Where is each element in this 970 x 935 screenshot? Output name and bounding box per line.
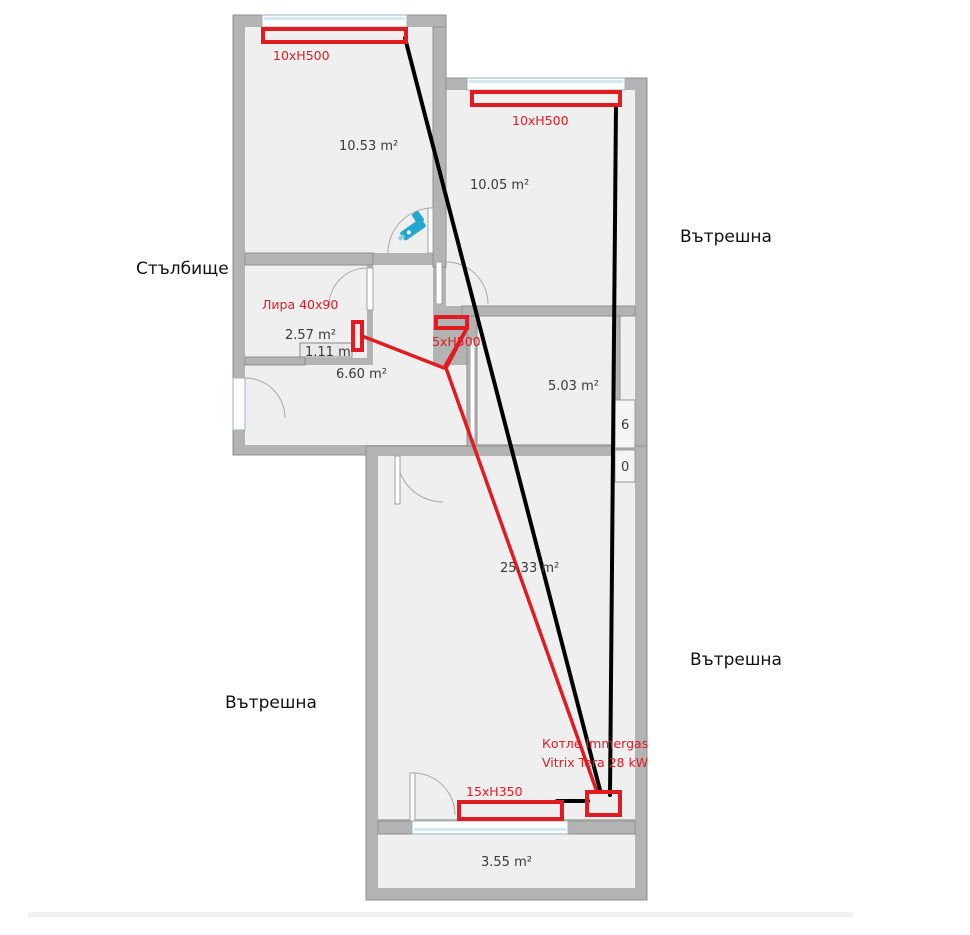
radiator-label-living: 15xH350	[466, 784, 523, 799]
window-room-a-glass	[264, 17, 405, 20]
radiator-label-room-b: 10xH500	[512, 113, 569, 128]
bottom-divider	[28, 912, 853, 917]
radiator-room-c	[434, 315, 469, 330]
radiator-room-a	[261, 27, 408, 44]
return-pipe-room-b	[608, 104, 618, 797]
label-stairs: Стълбище	[136, 259, 229, 279]
floor-room-b	[446, 90, 635, 306]
radiator-labels: 10xH500 10xH500 Лира 40x90 5xH500 15xH35…	[262, 48, 648, 799]
tap-icon	[397, 211, 426, 241]
return-pipe-room-a	[403, 36, 602, 792]
floor-room-d	[477, 316, 613, 444]
floor-hall	[245, 365, 467, 445]
radiator-room-b	[470, 90, 622, 107]
window-hall	[232, 377, 246, 431]
area-room-c: 2.57 m²	[285, 328, 336, 343]
floor-balcony	[378, 834, 635, 888]
window-room-a	[261, 14, 408, 28]
door-arc-room-a	[387, 207, 434, 254]
closet-label-bottom: 0	[621, 460, 629, 475]
side-labels: Стълбище Вътрешна Вътрешна Вътрешна	[136, 227, 782, 713]
radiator-living	[457, 800, 564, 821]
door-leaf-balcony	[409, 772, 416, 822]
doors	[244, 207, 489, 822]
boiler-label-line2: Vitrix Tera 28 kW	[542, 755, 648, 770]
door-leaf-room-b	[435, 261, 443, 305]
window-living-glass	[414, 828, 566, 831]
closet-boxes	[614, 399, 636, 483]
door-arc-room-b	[445, 261, 489, 305]
radiator-towel	[351, 320, 364, 352]
label-interior-right-bottom: Вътрешна	[690, 650, 782, 670]
door-arc-balcony	[412, 772, 456, 816]
door-leaf-room-c	[366, 267, 374, 311]
area-room-a: 10.53 m²	[339, 139, 398, 154]
area-balcony: 3.55 m²	[481, 855, 532, 870]
door-leaf-living	[394, 455, 401, 505]
area-room-b: 10.05 m²	[470, 178, 529, 193]
floor-hall-top	[373, 265, 433, 365]
window-room-b	[466, 77, 626, 91]
partition-c-hall	[244, 356, 306, 366]
closet-label-top: 6	[621, 418, 629, 433]
door-leaf-room-a	[427, 207, 434, 254]
radiator-label-room-a: 10xH500	[273, 48, 330, 63]
area-living: 25.33 m²	[500, 561, 559, 576]
floor-room-a	[245, 27, 433, 253]
floors	[244, 26, 636, 888]
closet-box-bottom	[614, 449, 636, 483]
label-interior-left: Вътрешна	[225, 693, 317, 713]
door-leaf-room-d	[469, 339, 476, 441]
boiler-box	[585, 790, 622, 817]
door-arc-hall	[244, 377, 286, 419]
partition-b-d	[461, 305, 636, 317]
area-labels: 10.53 m² 10.05 m² 2.57 m² 1.11 m 6.60 m²…	[285, 139, 629, 870]
windows	[232, 14, 626, 835]
area-room-d: 5.03 m²	[548, 379, 599, 394]
boiler-label-line1: Котле Immergas	[542, 736, 648, 751]
partition-a-c	[244, 252, 374, 266]
label-interior-right-top: Вътрешна	[680, 227, 772, 247]
area-hall: 6.60 m²	[336, 367, 387, 382]
area-room-c-sub: 1.11 m	[305, 345, 351, 360]
window-room-b-glass	[469, 80, 623, 83]
radiator-label-room-c: 5xH500	[432, 334, 481, 349]
radiator-label-towel: Лира 40x90	[262, 297, 338, 312]
door-arc-room-c	[328, 267, 368, 307]
window-living	[411, 820, 569, 835]
radiators	[261, 27, 622, 821]
